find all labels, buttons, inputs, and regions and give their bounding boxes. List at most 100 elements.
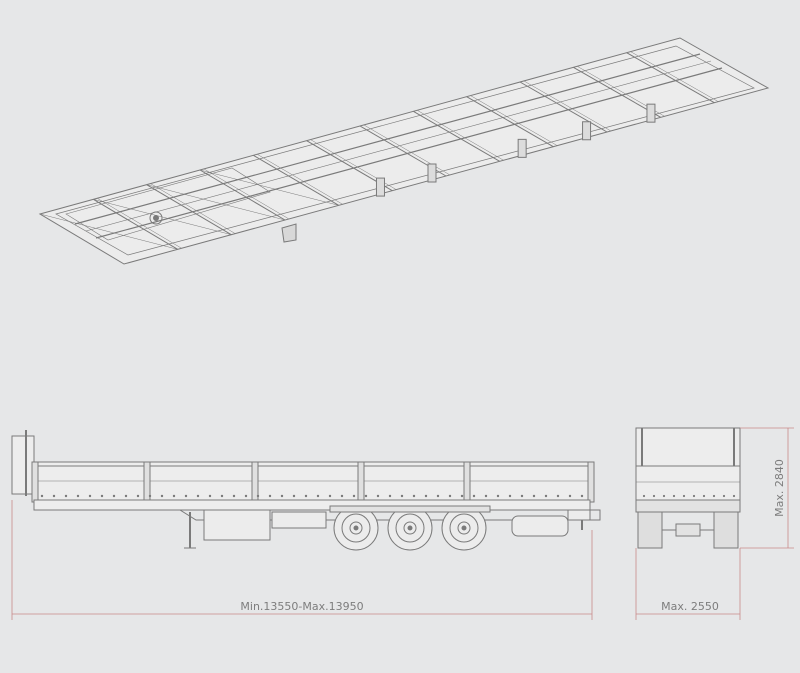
rivet [376,494,380,498]
rear-frame [635,499,741,513]
rivet [662,494,666,498]
rivet [160,494,164,498]
cross-beam [413,110,500,162]
rivet [352,494,356,498]
rivet [520,494,524,498]
rivet [40,494,44,498]
cross-beam-flange [97,198,182,249]
rivet [682,494,686,498]
cross-beam-flange [203,168,290,220]
suspension-frame [329,505,491,513]
wheel-centre [461,525,467,531]
rivet [722,494,726,498]
side-post [587,461,595,503]
rivet [484,494,488,498]
trailer-side-view [11,430,601,551]
rear-wheel-left [637,511,663,549]
cross-beam [466,96,554,148]
rivet [340,494,344,498]
brace [146,184,286,221]
rivet [702,494,706,498]
rivet [52,494,56,498]
cross-beam-flange [417,110,504,161]
chassis-centre-line [85,60,712,232]
cross-beam-flange [470,95,558,146]
rivet [642,494,646,498]
kingpin [153,215,159,221]
trailer-rear-view [635,427,741,549]
rivet [568,494,572,498]
wheel-hub [349,521,363,535]
rivet [732,494,736,498]
axle-bracket [517,138,527,158]
headboard [11,435,35,495]
rivet [136,494,140,498]
wheel-rim [395,513,425,543]
rivet [148,494,152,498]
cross-beam [93,198,178,250]
axle-bracket [646,103,656,123]
rivet [220,494,224,498]
chassis-outline [38,37,770,265]
wheel-hub [403,521,417,535]
rear-axle-housing [675,523,701,537]
side-post [357,461,365,503]
rivet [448,494,452,498]
rear-side-board [635,465,741,501]
axle-bracket [582,121,592,141]
rivet [268,494,272,498]
rivet [652,494,656,498]
length-dimension-label: Min.13550-Max.13950 [240,600,363,613]
tool-box-front [203,509,271,541]
wheel-hub [457,521,471,535]
rivet [208,494,212,498]
rear-wheel-right [713,511,739,549]
rivet [692,494,696,498]
rivet [460,494,464,498]
rivet [424,494,428,498]
cross-beam-flange [630,51,719,102]
chassis-longitudinal-rail-left [74,53,701,225]
tool-box-middle [271,511,327,529]
rivet [532,494,536,498]
wheel-centre [353,525,359,531]
rivet [280,494,284,498]
cross-beam [253,154,339,206]
rivet [556,494,560,498]
rivet [412,494,416,498]
rivet [112,494,116,498]
rivet [364,494,368,498]
rivet [256,494,260,498]
wheel-rim [449,513,479,543]
width-dimension-label: Max. 2550 [661,600,719,613]
rivet [436,494,440,498]
rivet [100,494,104,498]
chassis-axle-brackets [375,103,656,197]
rivet [184,494,188,498]
brace [199,169,339,206]
cross-beam-flange [150,183,236,234]
rivet [76,494,80,498]
axle-bracket [375,177,385,197]
rivet [508,494,512,498]
rivet [544,494,548,498]
dimension-lines [11,427,794,620]
gooseneck-deck [65,167,271,241]
rivet [88,494,92,498]
rivet [580,494,584,498]
kingpin-plate [149,211,163,225]
rivet [172,494,176,498]
rivet [124,494,128,498]
rivet [400,494,404,498]
side-post [31,461,39,503]
cross-beam [626,52,715,104]
rivet [232,494,236,498]
brace [39,213,178,250]
cross-beam-flange [257,154,343,205]
support-leg-mount [281,223,297,243]
rear-rivets [642,494,736,498]
rivet [672,494,676,498]
wheel-centre [407,525,413,531]
rivet [712,494,716,498]
